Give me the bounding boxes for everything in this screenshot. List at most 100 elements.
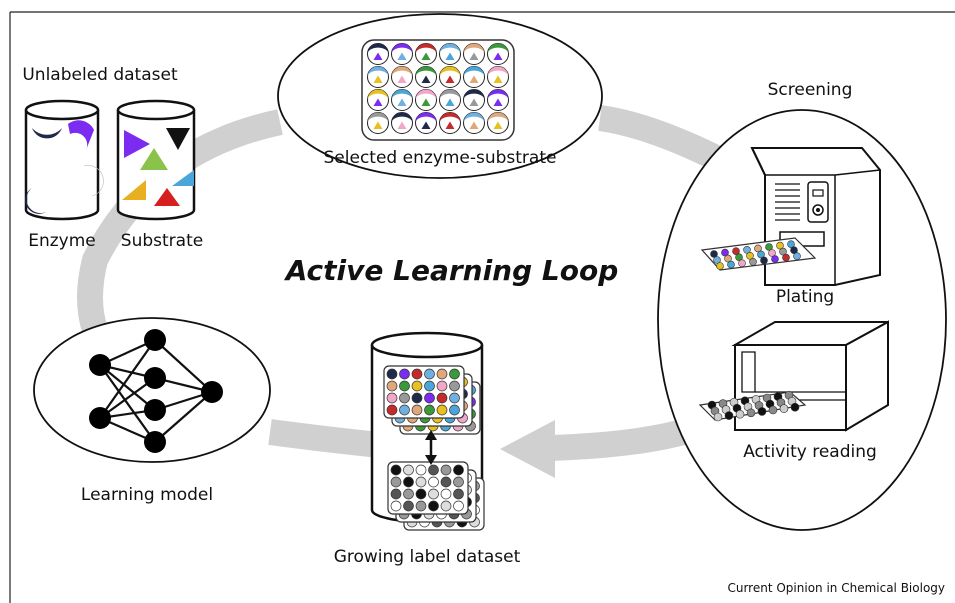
growing-label-dataset-label: Growing label dataset: [334, 547, 521, 567]
plate-well: [436, 404, 448, 416]
plate-well: [732, 247, 740, 255]
growing-gray-plates: [387, 461, 485, 531]
plate-well: [749, 257, 757, 266]
plate-well: [403, 500, 414, 512]
plate-well: [449, 404, 460, 416]
plate-well: [463, 112, 485, 134]
enzyme-cylinder: [24, 99, 104, 221]
plate-well: [771, 255, 779, 263]
plate-well: [449, 380, 460, 392]
plate-well: [449, 392, 460, 404]
plate-well: [415, 66, 437, 88]
plate-well: [710, 250, 718, 258]
plate-well: [754, 244, 762, 253]
plate-well: [428, 488, 439, 500]
plate-well: [411, 380, 423, 392]
plate-well: [415, 476, 427, 488]
reader-plate: [698, 390, 807, 422]
plate-well: [424, 392, 435, 404]
plating-machine: [750, 147, 881, 286]
plate-well: [390, 500, 402, 512]
enzyme-shape-navy: [32, 128, 62, 139]
plate-well: [424, 380, 435, 392]
plate-well: [415, 500, 427, 512]
nn-node: [144, 399, 166, 421]
plate-well: [765, 243, 773, 251]
plate-well: [757, 407, 767, 416]
plate-well: [735, 253, 743, 262]
plate-well: [713, 412, 723, 422]
plate-well: [386, 368, 398, 380]
neural-network: [89, 329, 223, 453]
plate-well: [439, 43, 461, 65]
plate-well: [428, 476, 439, 488]
plate-well: [415, 89, 437, 111]
plate-well: [793, 252, 801, 261]
plate-well: [386, 404, 398, 416]
plate-well: [727, 260, 735, 269]
plate-well: [399, 404, 410, 416]
nn-node: [144, 367, 166, 389]
plate-well: [453, 464, 464, 476]
plate-well: [367, 43, 389, 65]
selected-wells: [367, 43, 509, 134]
plate-well: [386, 380, 398, 392]
plate-well: [391, 43, 413, 65]
plate-well: [757, 250, 765, 259]
plate-well: [487, 112, 509, 134]
plate-well: [453, 488, 464, 500]
unlabeled-dataset-label: Unlabeled dataset: [22, 65, 178, 85]
plate-well: [724, 411, 734, 420]
plate-well: [415, 464, 427, 476]
screening-label: Screening: [768, 80, 853, 100]
plate-well: [463, 66, 485, 88]
double-arrow: [425, 430, 437, 465]
selected-label: Selected enzyme-substrate: [324, 148, 557, 168]
plate-well: [367, 112, 389, 134]
nn-node: [89, 354, 111, 376]
diagram-title: Active Learning Loop: [284, 254, 619, 287]
plate-well: [428, 500, 439, 512]
plate-well: [779, 247, 787, 256]
plate-well: [721, 248, 729, 257]
substrate-cylinder: [116, 99, 196, 221]
nn-node: [144, 329, 166, 351]
plate-well: [790, 246, 798, 254]
nn-edge: [154, 339, 213, 393]
plate-well: [735, 409, 745, 419]
plate-well: [746, 252, 754, 260]
nn-edge: [99, 364, 156, 411]
enzyme-label: Enzyme: [28, 231, 96, 251]
plate-well: [487, 89, 509, 111]
plate-well: [463, 89, 485, 111]
plate-well: [746, 408, 756, 418]
plate-well: [453, 500, 464, 512]
enzyme-shape-purple: [68, 120, 94, 150]
enzyme-shape-pale: [83, 165, 104, 197]
plate-well: [391, 89, 413, 111]
plate-well: [411, 392, 423, 404]
plate-well: [436, 392, 448, 404]
plate-well: [487, 66, 509, 88]
plating-label: Plating: [776, 287, 834, 307]
nn-edge: [99, 339, 156, 419]
plate-well: [713, 256, 721, 264]
loop-arrow: [77, 105, 726, 478]
plate-well: [399, 368, 410, 380]
plate-well: [428, 464, 439, 476]
plate-well: [439, 89, 461, 111]
loop-arrowhead: [500, 420, 555, 478]
plate-well: [403, 464, 414, 476]
nn-edge: [99, 377, 156, 419]
plate-well: [453, 476, 464, 488]
plate-well: [724, 254, 732, 263]
plate-well: [403, 488, 414, 500]
plate-well: [367, 89, 389, 111]
plate-well: [367, 66, 389, 88]
plate-well: [411, 404, 423, 416]
plating-plate: [700, 237, 817, 271]
nn-edge: [154, 391, 213, 443]
plate-well: [424, 368, 435, 380]
